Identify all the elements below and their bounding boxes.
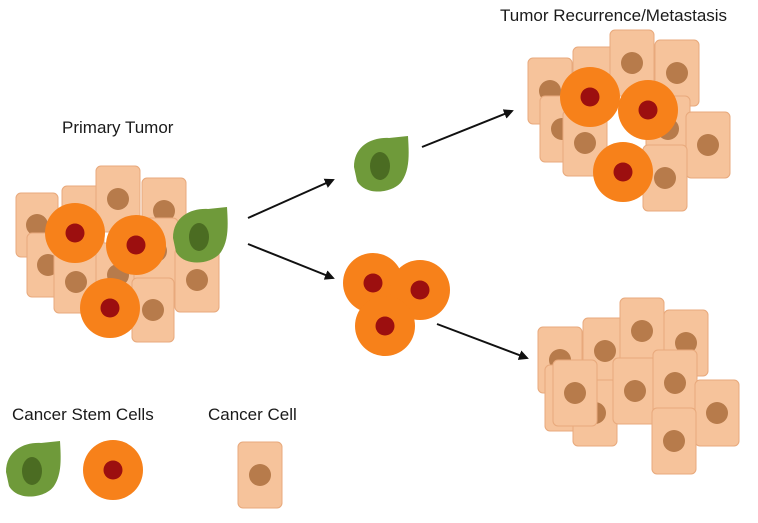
cancer-cell xyxy=(174,247,220,313)
primary-tumor-cluster xyxy=(15,165,228,343)
cancer-cell xyxy=(552,359,598,427)
recurrence-metastasis-label: Tumor Recurrence/Metastasis xyxy=(500,6,728,25)
cancer-stem-cell-green xyxy=(173,207,228,263)
cancer-cell xyxy=(652,349,698,417)
primary-tumor-label: Primary Tumor xyxy=(62,118,174,137)
cancer-stem-cell-orange xyxy=(80,278,140,338)
arrow xyxy=(421,109,514,148)
cancer-cell xyxy=(694,379,740,447)
regrowth-cluster xyxy=(537,297,740,475)
cancer-cell xyxy=(685,111,731,179)
cancer-stem-cell-orange xyxy=(560,67,620,127)
cancer-cell-label: Cancer Cell xyxy=(208,405,297,424)
recurrence-cluster xyxy=(527,29,731,212)
cancer-stem-cell-orange xyxy=(106,215,166,275)
cancer-cell xyxy=(642,144,688,212)
cancer-cell xyxy=(237,441,283,509)
arrows xyxy=(247,109,529,360)
arrow xyxy=(247,243,335,280)
cancer-stem-cell-green xyxy=(6,441,61,497)
cancer-cell xyxy=(95,165,141,233)
cancer-stem-cell-orange xyxy=(618,80,678,140)
cancer-cell xyxy=(612,357,658,425)
cancer-cell xyxy=(131,277,175,343)
legend xyxy=(6,440,283,509)
cancer-cell xyxy=(651,407,697,475)
arrow xyxy=(247,178,335,219)
cancer-stem-cell-orange xyxy=(45,203,105,263)
migrating-cells xyxy=(343,136,450,356)
cancer-stem-cell-orange xyxy=(593,142,653,202)
cancer-stem-cell-orange xyxy=(83,440,143,500)
cancer-stem-cell-green xyxy=(354,136,409,192)
cancer-cell xyxy=(619,297,665,365)
cancer-stem-cells-label: Cancer Stem Cells xyxy=(12,405,154,424)
arrow xyxy=(436,323,529,360)
cancer-cell xyxy=(609,29,655,97)
cancer-stem-cell-orange xyxy=(355,296,415,356)
